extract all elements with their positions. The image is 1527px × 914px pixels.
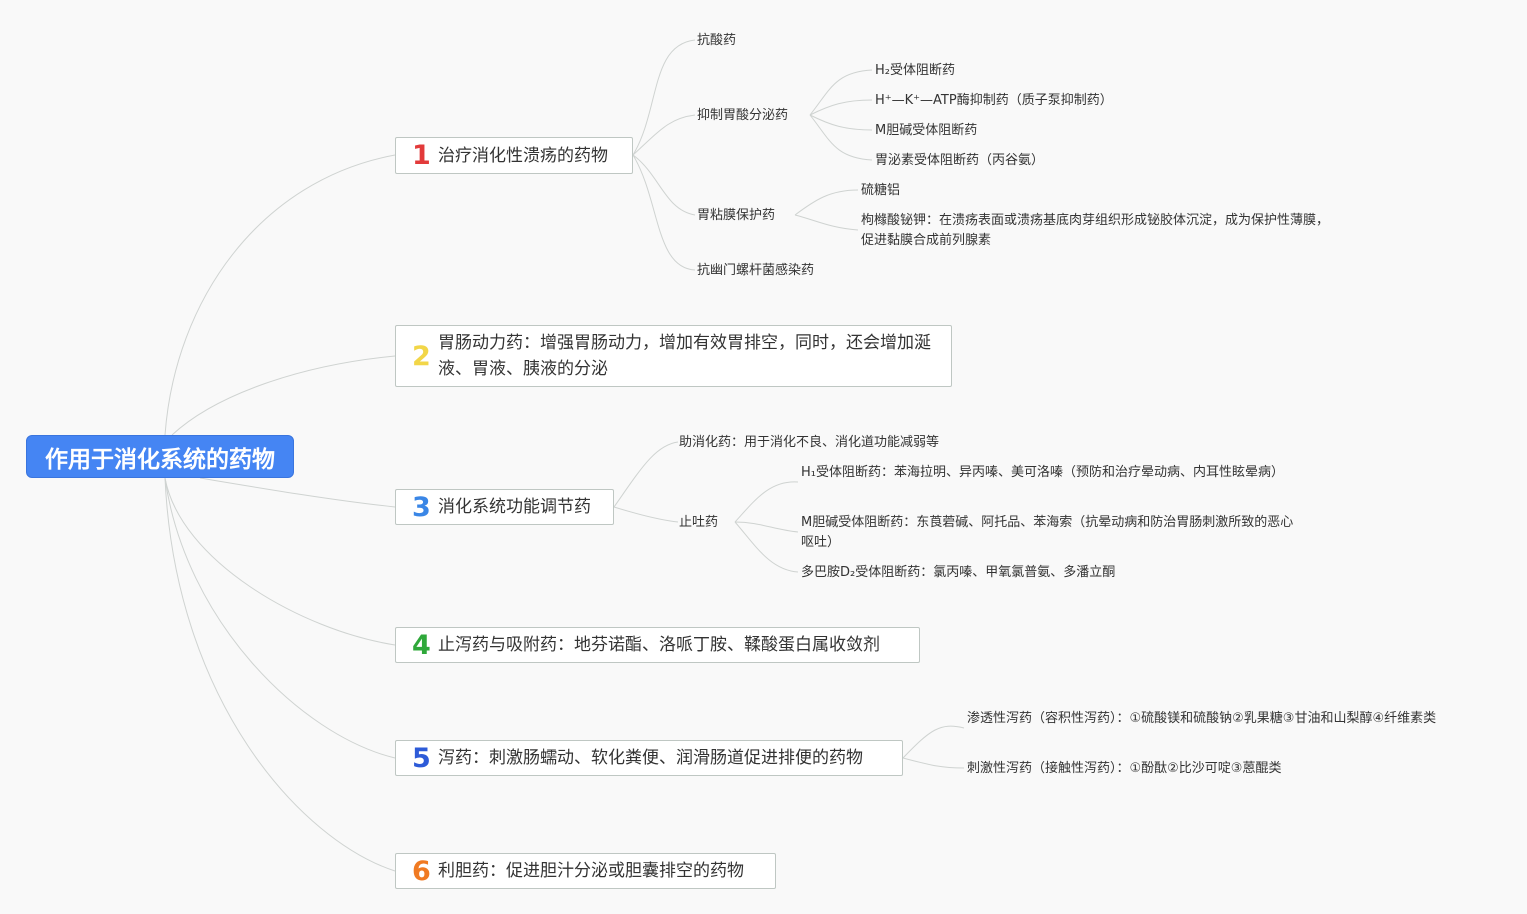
subtopic-digestant[interactable]: 助消化药：用于消化不良、消化道功能减弱等 bbox=[679, 435, 940, 450]
root-label: 作用于消化系统的药物 bbox=[45, 446, 275, 473]
topic-4-label: 止泻药与吸附药：地芬诺酯、洛哌丁胺、鞣酸蛋白属收敛剂 bbox=[438, 635, 880, 655]
leaf-h2-blocker[interactable]: H₂受体阻断药 bbox=[875, 63, 955, 78]
leaf-sucralfate[interactable]: 硫糖铝 bbox=[861, 183, 901, 198]
topic-3[interactable]: 3 消化系统功能调节药 bbox=[395, 489, 614, 525]
topic-2[interactable]: 2 胃肠动力药：增强胃肠动力，增加有效胃排空，同时，还会增加涎液、胃液、胰液的分… bbox=[395, 325, 952, 387]
leaf-gastrin-blocker[interactable]: 胃泌素受体阻断药（丙谷氨） bbox=[875, 153, 1045, 168]
number-4-icon: 4 bbox=[412, 629, 431, 661]
topic-4[interactable]: 4 止泻药与吸附药：地芬诺酯、洛哌丁胺、鞣酸蛋白属收敛剂 bbox=[395, 627, 920, 663]
subtopic-antacid[interactable]: 抗酸药 bbox=[697, 33, 737, 48]
leaf-osmotic-laxative[interactable]: 渗透性泻药（容积性泻药）：①硫酸镁和硫酸钠②乳果糖③甘油和山梨醇④纤维素类 bbox=[967, 711, 1437, 726]
topic-6[interactable]: 6 利胆药：促进胆汁分泌或胆囊排空的药物 bbox=[395, 853, 776, 889]
number-1-icon: 1 bbox=[412, 140, 431, 171]
number-3-icon: 3 bbox=[412, 491, 431, 523]
subtopic-mucosa-protect[interactable]: 胃粘膜保护药 bbox=[697, 208, 776, 223]
leaf-ppi[interactable]: H⁺—K⁺—ATP酶抑制药（质子泵抑制药） bbox=[875, 93, 1113, 108]
topic-5-label: 泻药：刺激肠蠕动、软化粪便、润滑肠道促进排便的药物 bbox=[438, 748, 863, 768]
leaf-m-blocker-antiemetic[interactable]: M胆碱受体阻断药：东莨菪碱、阿托品、苯海索（抗晕动病和防治胃肠刺激所致的恶心呕吐… bbox=[801, 515, 1294, 550]
subtopic-acid-suppress[interactable]: 抑制胃酸分泌药 bbox=[697, 108, 789, 123]
number-6-icon: 6 bbox=[412, 855, 431, 887]
subtopic-antiemetic[interactable]: 止吐药 bbox=[679, 515, 719, 530]
number-2-icon: 2 bbox=[412, 340, 431, 372]
leaf-bismuth[interactable]: 枸橼酸铋钾：在溃疡表面或溃疡基底肉芽组织形成铋胶体沉淀，成为保护性薄膜，促进黏膜… bbox=[861, 213, 1330, 248]
topic-2-label: 胃肠动力药：增强胃肠动力，增加有效胃排空，同时，还会增加涎液、胃液、胰液的分泌 bbox=[438, 333, 931, 379]
leaf-m-blocker[interactable]: M胆碱受体阻断药 bbox=[875, 123, 978, 138]
root-topic[interactable]: 作用于消化系统的药物 bbox=[26, 435, 294, 478]
topic-5[interactable]: 5 泻药：刺激肠蠕动、软化粪便、润滑肠道促进排便的药物 bbox=[395, 740, 903, 776]
topic-3-label: 消化系统功能调节药 bbox=[438, 497, 591, 517]
topic-1[interactable]: 1 治疗消化性溃疡的药物 bbox=[395, 137, 633, 174]
leaf-d2-blocker[interactable]: 多巴胺D₂受体阻断药：氯丙嗪、甲氧氯普氨、多潘立酮 bbox=[801, 565, 1116, 580]
number-5-icon: 5 bbox=[412, 742, 431, 774]
leaf-stimulant-laxative[interactable]: 刺激性泻药（接触性泻药）：①酚酞②比沙可啶③蒽醌类 bbox=[967, 761, 1282, 776]
topic-6-label: 利胆药：促进胆汁分泌或胆囊排空的药物 bbox=[438, 861, 744, 881]
subtopic-anti-hp[interactable]: 抗幽门螺杆菌感染药 bbox=[697, 263, 815, 278]
topic-1-label: 治疗消化性溃疡的药物 bbox=[438, 145, 608, 166]
leaf-h1-blocker[interactable]: H₁受体阻断药：苯海拉明、异丙嗪、美可洛嗪（预防和治疗晕动病、内耳性眩晕病） bbox=[801, 465, 1284, 480]
